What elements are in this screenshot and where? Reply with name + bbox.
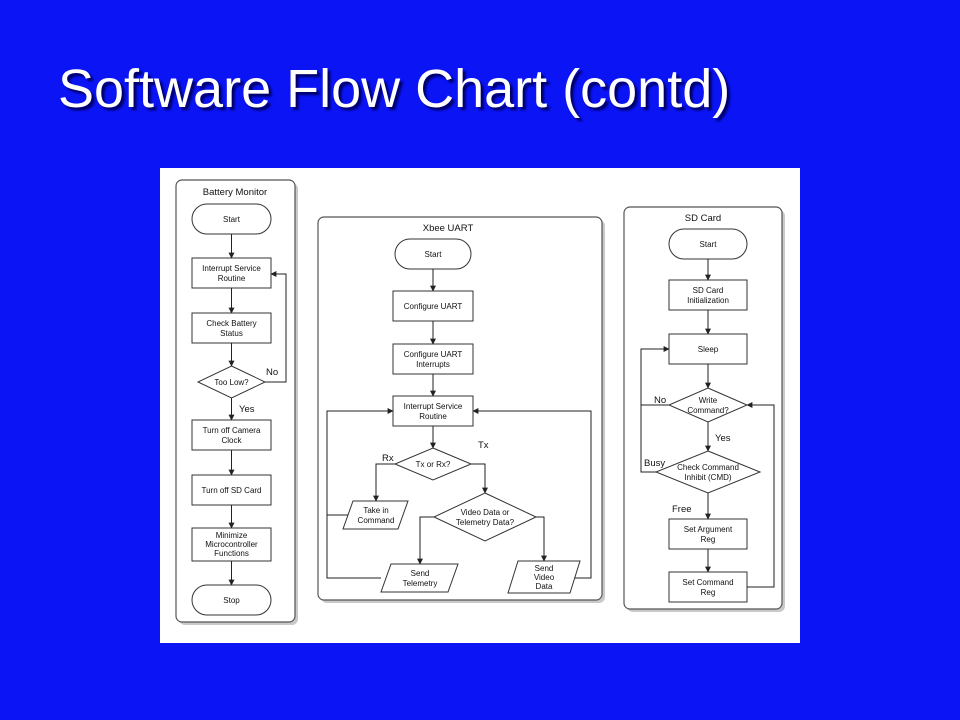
xbee-sendvid-node (507, 560, 581, 594)
xbee-configure-int-node (392, 343, 474, 375)
xbee-sendvid-label-1: Send (535, 564, 554, 573)
sd-setcmd-label-2: Reg (701, 588, 716, 597)
sd-write-label-1: Write (699, 396, 718, 405)
xbee-uart-panel: Xbee UART Start Configure UART Configure… (317, 216, 605, 603)
xbee-configure-int-label-1: Configure UART (404, 350, 463, 359)
battery-camera-node (191, 419, 272, 451)
xbee-txrx-decision (393, 447, 473, 481)
xbee-configure-int-label-2: Interrupts (416, 360, 450, 369)
battery-minimize-node (191, 527, 272, 562)
xbee-start-label: Start (425, 250, 443, 259)
battery-check-label-1: Check Battery (206, 319, 256, 328)
slide-title: Software Flow Chart (contd) (58, 59, 731, 119)
battery-no-label: No (266, 367, 278, 378)
sd-setarg-node (668, 518, 748, 550)
sd-start-label: Start (700, 240, 718, 249)
flowchart-svg: Battery Monitor Start Interrupt Service … (175, 179, 785, 625)
xbee-rx-label: Rx (382, 453, 394, 464)
xbee-configure-label: Configure UART (404, 302, 463, 311)
battery-monitor-panel: Battery Monitor Start Interrupt Service … (175, 179, 298, 625)
battery-minimize-label-2: Microcontroller (205, 540, 258, 549)
xbee-sendtel-label-1: Send (411, 569, 430, 578)
sd-setarg-label-2: Reg (701, 535, 716, 544)
sd-no-label: No (654, 395, 666, 406)
battery-minimize-label-1: Minimize (216, 531, 248, 540)
sd-setcmd-label-1: Set Command (682, 578, 733, 587)
sd-card-panel: SD Card Start SD Card Initialization Sle… (623, 206, 785, 612)
battery-monitor-title: Battery Monitor (203, 187, 267, 198)
sd-init-node (668, 279, 748, 311)
xbee-sendtel-node (380, 563, 459, 593)
sd-write-label-2: Command? (687, 406, 729, 415)
sd-setarg-label-1: Set Argument (684, 525, 733, 534)
xbee-isr-label-1: Interrupt Service (404, 402, 463, 411)
battery-toolow-label: Too Low? (214, 378, 249, 387)
xbee-takein-node (342, 500, 409, 530)
xbee-title: Xbee UART (423, 223, 474, 234)
sd-free-label: Free (672, 504, 692, 515)
battery-yes-label: Yes (239, 404, 255, 415)
xbee-takein-label-1: Take in (363, 506, 388, 515)
xbee-txrx-label: Tx or Rx? (416, 460, 451, 469)
xbee-tx-label: Tx (478, 440, 489, 451)
sd-check-label-2: Inhibit (CMD) (684, 473, 731, 482)
battery-sdoff-label: Turn off SD Card (201, 486, 261, 495)
battery-edges (228, 234, 287, 586)
xbee-videoq-label-1: Video Data or (461, 508, 510, 517)
xbee-sendvid-label-2: Video (534, 573, 555, 582)
flowchart-figure: Battery Monitor Start Interrupt Service … (160, 168, 800, 643)
sd-check-label-1: Check Command (677, 463, 739, 472)
battery-stop-label: Stop (223, 596, 240, 605)
sd-yes-label: Yes (715, 433, 731, 444)
sd-sleep-node (668, 333, 748, 365)
xbee-sendtel-label-2: Telemetry (403, 579, 438, 588)
xbee-videoq-label-2: Telemetry Data? (456, 518, 515, 527)
sd-card-title: SD Card (685, 213, 721, 224)
battery-start-label: Start (223, 215, 241, 224)
xbee-isr-label-2: Routine (419, 412, 447, 421)
battery-sdoff-node (191, 474, 272, 506)
sd-edges (640, 259, 775, 588)
battery-check-node (191, 312, 272, 344)
battery-isr-node (191, 257, 272, 289)
sd-setcmd-node (668, 571, 748, 603)
battery-check-label-2: Status (220, 329, 243, 338)
xbee-takein-label-2: Command (358, 516, 395, 525)
sd-sleep-label: Sleep (698, 345, 719, 354)
xbee-edges (326, 269, 592, 579)
battery-isr-label-2: Routine (218, 274, 246, 283)
xbee-isr-node (392, 395, 474, 427)
sd-init-label-2: Initialization (687, 296, 729, 305)
battery-camera-label-2: Clock (221, 436, 242, 445)
xbee-videoq-decision (432, 492, 538, 542)
sd-init-label-1: SD Card (693, 286, 724, 295)
xbee-sendvid-label-3: Data (536, 582, 553, 591)
battery-isr-label-1: Interrupt Service (202, 264, 261, 273)
battery-camera-label-1: Turn off Camera (203, 426, 261, 435)
battery-minimize-label-3: Functions (214, 549, 249, 558)
xbee-configure-node (392, 290, 474, 322)
sd-busy-label: Busy (644, 458, 665, 469)
